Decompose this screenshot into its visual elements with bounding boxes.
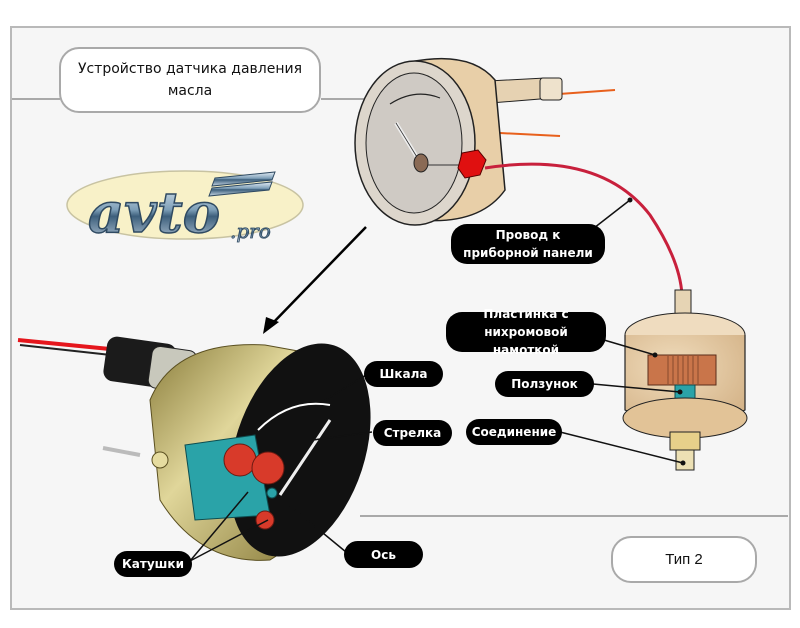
- gauge-scale-arc: [389, 93, 441, 105]
- leader-axis: [277, 495, 347, 553]
- gauge-pivot: [413, 153, 429, 173]
- leader-dots: [627, 197, 686, 466]
- avto-pro-logo: avto .pro: [66, 170, 304, 247]
- gauge-connector-cap: [539, 77, 563, 101]
- divider-line-top-left: [12, 98, 60, 100]
- label-needle: Стрелка: [373, 420, 452, 446]
- cutaway-coil: [255, 510, 275, 530]
- label-nichrome-plate: Пластинка с нихромовой намоткой: [446, 307, 606, 357]
- logo-text: avto: [88, 180, 220, 246]
- leader-coils-2: [189, 519, 269, 562]
- leader-coils-1: [189, 491, 249, 562]
- divider-line-top-right: [321, 98, 366, 100]
- logo-stripe: [211, 171, 276, 187]
- leader-nichrome-plate: [603, 339, 656, 356]
- direction-arrow: [269, 226, 367, 327]
- leader-connection: [559, 431, 684, 464]
- leader-needle: [312, 431, 373, 441]
- diagram-title: Устройство датчика давления масла: [59, 47, 321, 113]
- divider-line-bottom-right: [360, 515, 788, 517]
- cutaway-wires: [17, 338, 121, 352]
- cutaway-coil: [223, 443, 257, 477]
- cutaway-gauge: [17, 336, 371, 561]
- label-scale: Шкала: [364, 361, 443, 387]
- cutaway-screw: [151, 451, 169, 469]
- pressure-sensor: [622, 289, 748, 471]
- leader-scale: [321, 374, 367, 403]
- sensor-thread: [675, 449, 695, 471]
- label-slider: Ползунок: [495, 371, 594, 397]
- gauge-wire-orange-mid: [499, 132, 561, 137]
- leader-lines: [189, 199, 684, 562]
- cutaway-stud: [102, 446, 141, 457]
- wire-to-panel: [484, 162, 684, 296]
- cutaway-coil: [251, 451, 285, 485]
- cutaway-needle: [278, 419, 332, 496]
- leader-wire-to-panel: [593, 199, 631, 229]
- arrow-head: [263, 317, 279, 334]
- label-wire-to-panel: Провод к приборной панели: [451, 224, 605, 264]
- logo-suffix: .pro: [230, 219, 271, 243]
- sensor-nut: [669, 431, 701, 451]
- label-axis: Ось: [344, 541, 423, 568]
- label-connection: Соединение: [466, 419, 562, 445]
- type-label: Тип 2: [611, 536, 757, 583]
- logo-stripe: [208, 181, 273, 197]
- leader-slider: [592, 383, 681, 393]
- dashboard-gauge: [354, 57, 684, 296]
- label-coils: Катушки: [114, 551, 192, 577]
- cutaway-scale-arc: [257, 402, 331, 431]
- sensor-nichrome-plate: [647, 354, 717, 386]
- gauge-dial: [365, 72, 463, 214]
- cutaway-axis: [266, 487, 278, 499]
- gauge-hex-terminal: [457, 149, 487, 179]
